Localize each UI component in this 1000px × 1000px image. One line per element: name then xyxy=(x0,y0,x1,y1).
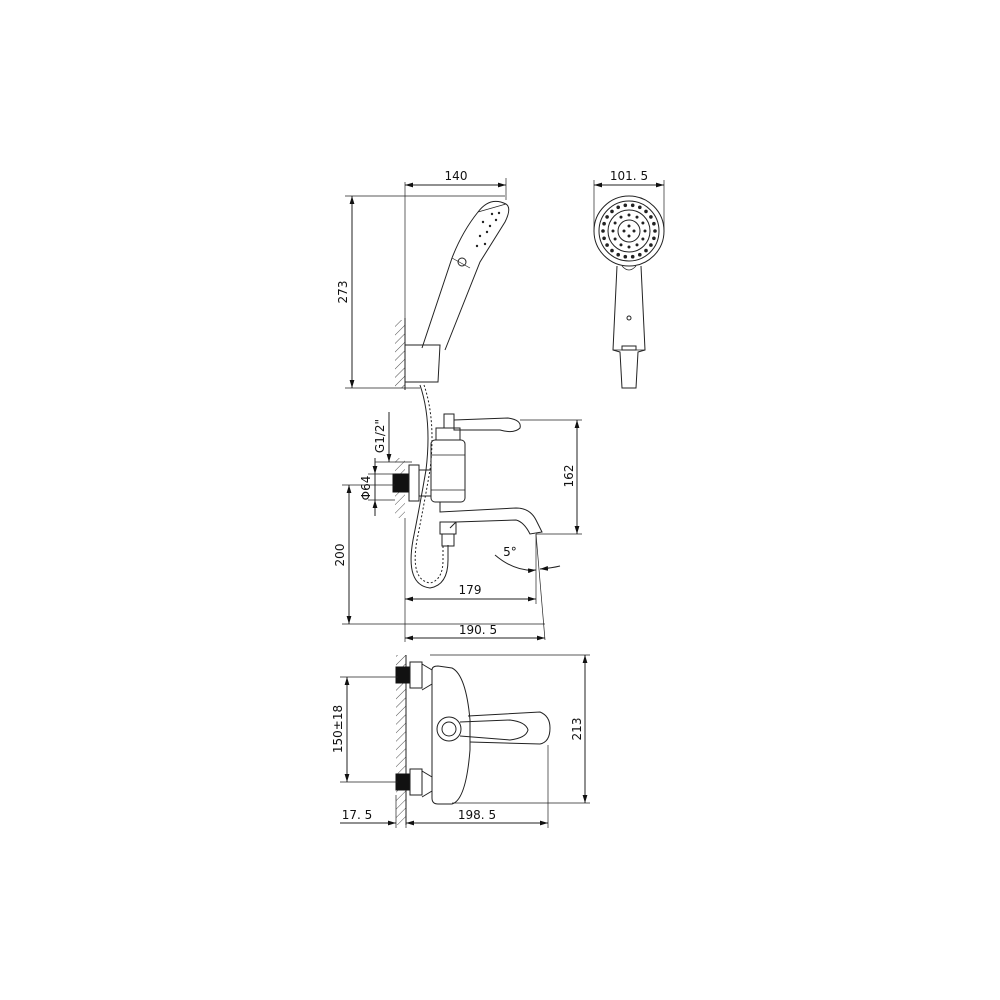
nozzle-dot xyxy=(616,205,620,210)
dim-diameter: Φ64 xyxy=(359,476,373,501)
mixer-body xyxy=(430,439,466,503)
dim-101-5: 101. 5 xyxy=(610,169,648,183)
nozzle-dot xyxy=(630,254,635,259)
dim-thread: G1/2" xyxy=(373,419,387,453)
nozzle-dot xyxy=(622,229,626,233)
nozzle-dot xyxy=(627,213,631,217)
nozzle-dot xyxy=(619,215,623,219)
dim-162: 162 xyxy=(562,465,576,488)
nozzle-dot xyxy=(644,209,648,214)
shower-hose xyxy=(410,384,449,589)
mixer-body-top xyxy=(431,665,471,805)
lever-handle xyxy=(453,417,521,433)
dim-213: 213 xyxy=(570,718,584,741)
spout xyxy=(439,502,543,535)
dim-17-5: 17. 5 xyxy=(342,808,373,822)
nozzle-dot xyxy=(619,243,623,247)
nozzle-dot xyxy=(649,243,653,247)
nozzle-dot xyxy=(643,229,647,233)
nozzle-dot xyxy=(649,215,653,219)
nozzle-dot xyxy=(641,221,645,225)
dim-273: 273 xyxy=(336,281,350,304)
hand-shower-handle xyxy=(421,200,510,351)
dim-angle: 5° xyxy=(503,545,517,559)
wall-hatch-lower xyxy=(396,655,406,825)
shower-front-handle xyxy=(612,265,646,389)
nozzle-dot xyxy=(613,221,617,225)
dim-200: 200 xyxy=(333,544,347,567)
wall-connector xyxy=(392,473,410,493)
dim-190-5: 190. 5 xyxy=(459,623,497,637)
nozzle-dot xyxy=(627,224,631,228)
shower-head-face xyxy=(477,203,507,213)
spout-top xyxy=(467,711,551,745)
nozzle-dot xyxy=(653,229,657,233)
dim-140: 140 xyxy=(445,169,468,183)
nozzle-dot xyxy=(611,229,615,233)
nozzle-dot xyxy=(623,254,628,259)
front-view-shower: 101. 5 xyxy=(593,169,665,389)
nozzle-dot xyxy=(652,221,656,226)
nozzle-dot xyxy=(632,229,636,233)
nozzle-dot xyxy=(635,215,639,219)
nozzle-dot xyxy=(605,215,609,219)
shower-holder xyxy=(405,344,441,383)
nozzle-dot xyxy=(610,248,614,253)
nozzle-dot xyxy=(602,221,606,226)
nozzle-dot xyxy=(627,234,631,238)
nozzle-dot xyxy=(613,237,617,241)
shower-nozzles xyxy=(601,203,657,259)
nozzle-dot xyxy=(601,229,605,233)
dim-198-5: 198. 5 xyxy=(458,808,496,822)
top-view: 150±18 213 17. 5 198. 5 xyxy=(331,654,590,828)
nozzle-dot xyxy=(652,236,656,241)
nozzle-dot xyxy=(623,203,628,208)
nozzle-dot xyxy=(644,248,648,253)
nozzle-dot xyxy=(638,205,642,210)
handle-knob-top xyxy=(436,716,462,742)
nozzle-dot xyxy=(630,203,635,208)
wall-hatch-upper xyxy=(395,320,405,388)
nozzle-dot xyxy=(610,209,614,214)
nozzle-dot xyxy=(605,243,609,247)
nozzle-dot xyxy=(635,243,639,247)
nozzle-dot xyxy=(641,237,645,241)
nozzle-dot xyxy=(602,236,606,241)
dim-150: 150±18 xyxy=(331,705,345,753)
nozzle-dot xyxy=(616,252,620,257)
lever-top xyxy=(459,719,529,741)
side-view: 140 273 162 G1/2" Φ64 200 5° xyxy=(333,169,582,642)
nozzle-dot xyxy=(627,245,631,249)
dim-179: 179 xyxy=(459,583,482,597)
nozzle-dot xyxy=(638,252,642,257)
